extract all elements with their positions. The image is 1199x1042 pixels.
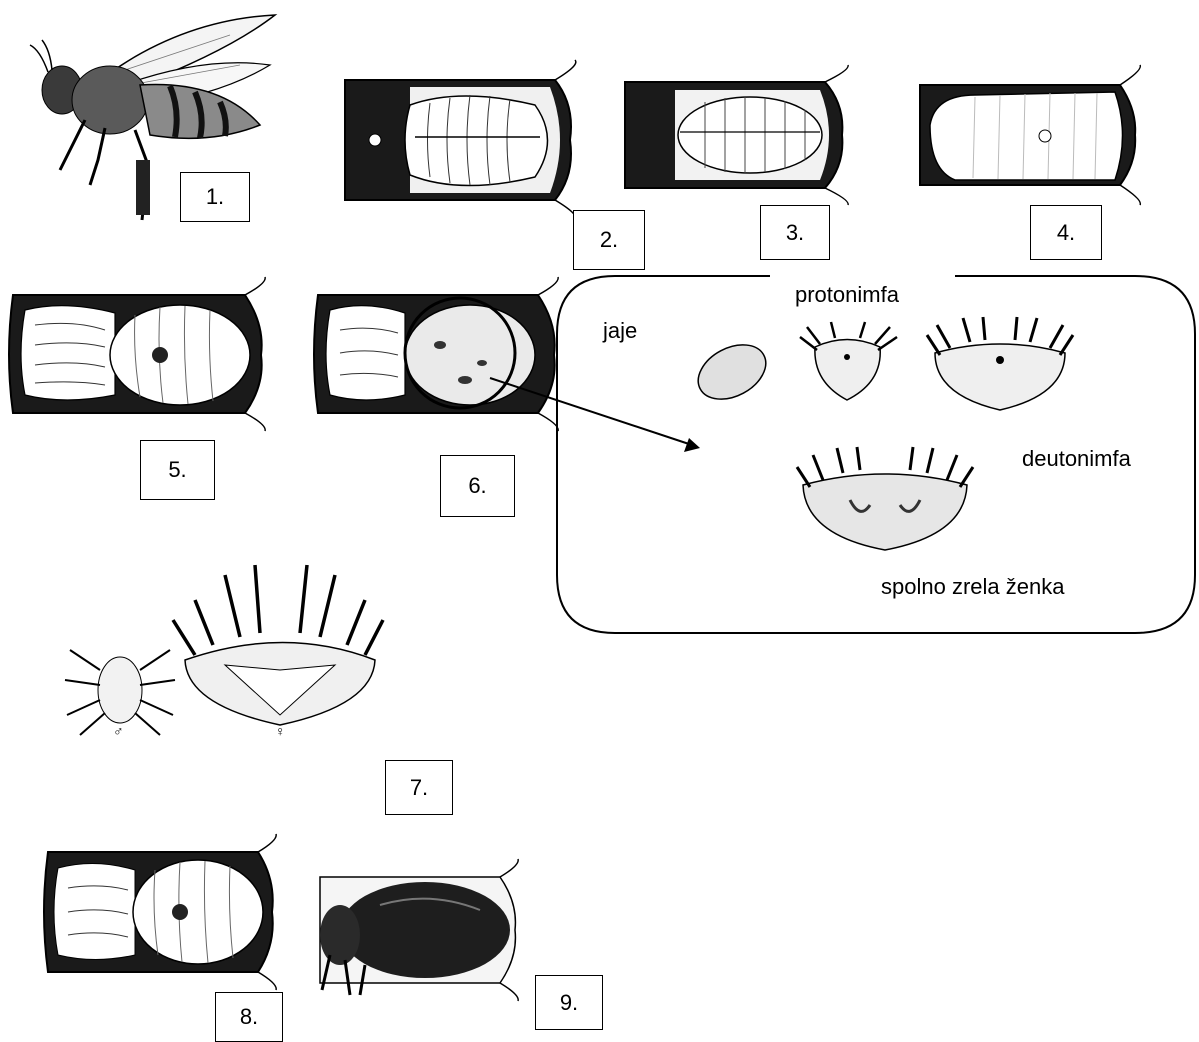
mite-protonymph-illustration: [795, 322, 900, 407]
cell-pupa-late-illustration: [40, 840, 280, 985]
label-egg: jaje: [603, 318, 637, 344]
label-deutonymph: deutonimfa: [1022, 446, 1131, 472]
mites-male-female-illustration: [55, 555, 385, 755]
label-protonymph: protonimfa: [795, 282, 899, 308]
stage-label-8: 8.: [215, 992, 283, 1042]
cell-emerging-bee-illustration: [310, 865, 525, 1000]
mite-egg-illustration: [690, 335, 775, 410]
stage-label-9: 9.: [535, 975, 603, 1030]
female-symbol: ♀: [275, 723, 286, 739]
label-adult-female: spolno zrela ženka: [881, 574, 1064, 600]
mite-adult-female-illustration: [795, 445, 975, 555]
mite-deutonymph-illustration: [925, 315, 1075, 415]
stage-label-7: 7.: [385, 760, 453, 815]
male-symbol: ♂: [113, 723, 124, 739]
